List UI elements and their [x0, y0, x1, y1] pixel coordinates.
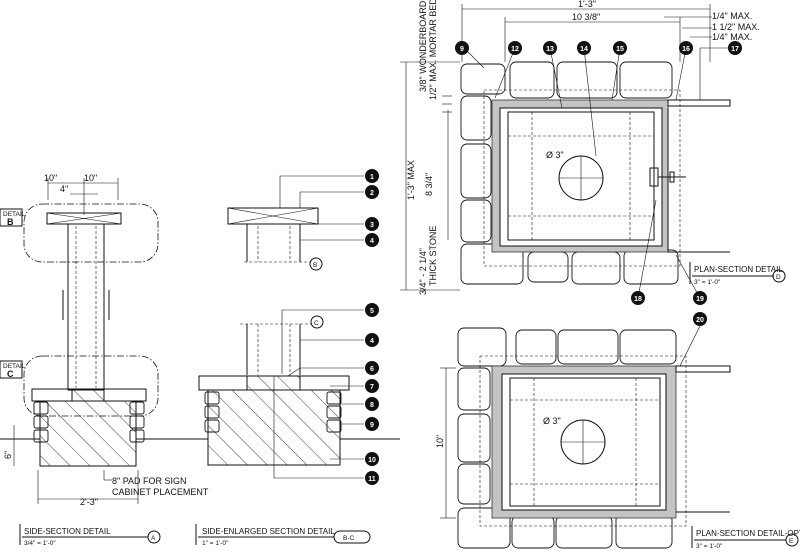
- callout-5: 5: [370, 308, 374, 315]
- callout-7: 7: [370, 384, 374, 391]
- opt-diameter: Ø 3": [543, 416, 561, 426]
- concrete-foundation: [39, 389, 137, 467]
- callout-badges: 1 2 3 4 5 4 6 7 8 9 10 11 9 12 13 14 15 …: [365, 41, 742, 485]
- wonderboard-note: 3/8" WONDERBOARD: [418, 0, 428, 92]
- callout-3: 3: [370, 222, 374, 229]
- thick-stone-note-2: THICK STONE: [428, 226, 438, 286]
- dim-6: 6": [3, 451, 13, 459]
- callout-14: 14: [580, 46, 588, 53]
- plan-opt-scale: 3" = 1'-0": [696, 543, 723, 550]
- pad-note-line2: CABINET PLACEMENT: [112, 487, 209, 497]
- pad-note-line1: 8" PAD FOR SIGN: [112, 476, 187, 486]
- plan-opt-circle: E: [789, 538, 794, 545]
- callout-19: 19: [696, 296, 704, 303]
- detail-b-tag: [0, 208, 23, 227]
- side-enlarged-scale: 1" = 1'-0": [202, 540, 229, 547]
- callout-9a: 9: [370, 422, 374, 429]
- callout-4b: 4: [370, 338, 374, 345]
- dim-10-3-8: 10 3/8": [572, 12, 600, 22]
- dim-2-3: 2'-3": [80, 497, 98, 507]
- callout-13: 13: [546, 46, 554, 53]
- callout-10: 10: [368, 457, 376, 464]
- thick-stone-note-1: 3/4" - 2 1/4": [418, 248, 428, 295]
- callout-15: 15: [616, 46, 624, 53]
- plan-section-circle: D: [776, 274, 781, 281]
- plan-section-detail: 1'-3" 10 3/8" 1/4" MAX. 1 1/2" MAX. 1/4"…: [400, 0, 786, 299]
- callout-4a: 4: [370, 238, 374, 245]
- callout-16: 16: [682, 46, 690, 53]
- enlarged-sign-cap: [227, 207, 319, 225]
- detail-c-tag-letter: C: [7, 369, 14, 379]
- callout-18: 18: [634, 296, 642, 303]
- callout-17: 17: [731, 46, 739, 53]
- plan-section-scale: 3" = 1'-0": [694, 279, 721, 286]
- plan-opt-title: PLAN-SECTION DETAIL-OPT.: [696, 529, 800, 538]
- plan-diameter: Ø 3": [546, 150, 564, 160]
- sign-post: [67, 223, 105, 391]
- dim-1-3-max: 1'-3" MAX: [406, 160, 416, 200]
- dim-quarter-bottom: 1/4" MAX.: [712, 32, 752, 42]
- plan-section-opt-detail: Ø 3" 10" PLAN-SECTION DETAIL-OPT. 3" = 1…: [435, 325, 800, 550]
- enlarged-b-circle: B: [313, 262, 317, 269]
- callout-20: 20: [696, 317, 704, 324]
- stone-veneer: [460, 61, 679, 285]
- callout-8: 8: [370, 402, 374, 409]
- detail-b-tag-label: DETAIL: [3, 211, 26, 218]
- dim-4: 4": [60, 184, 68, 194]
- side-enlarged-circle: B-C: [343, 535, 355, 542]
- detail-c-tag-label: DETAIL: [3, 363, 26, 370]
- dim-1-half: 1 1/2" MAX.: [712, 22, 760, 32]
- callout-2: 2: [370, 190, 374, 197]
- callout-9b: 9: [460, 46, 464, 53]
- side-section-title: SIDE-SECTION DETAIL: [24, 527, 111, 536]
- callout-1: 1: [370, 174, 374, 181]
- dim-quarter-top: 1/4" MAX.: [712, 11, 752, 21]
- callout-6: 6: [370, 366, 374, 373]
- side-section-circle: A: [151, 535, 156, 542]
- side-enlarged-section: B C: [180, 175, 400, 547]
- detail-b-boundary: [23, 203, 159, 263]
- dim-8-3-4: 8 3/4": [424, 173, 434, 196]
- dim-10-right: 10": [84, 173, 97, 183]
- plan-section-title: PLAN-SECTION DETAIL: [694, 265, 783, 274]
- side-enlarged-title: SIDE-ENLARGED SECTION DETAIL: [202, 527, 335, 536]
- callout-12: 12: [511, 46, 519, 53]
- opt-dim-10: 10": [435, 435, 445, 448]
- dim-10-left: 10": [44, 173, 57, 183]
- dim-1-3: 1'-3": [578, 0, 596, 9]
- side-section-scale: 3/4" = 1'-0": [24, 540, 56, 547]
- enlarged-c-circle: C: [314, 320, 319, 327]
- mortar-note: 1/2" MAX. MORTAR BED: [428, 0, 438, 100]
- side-section-detail: 10" 10" 4" DETAIL B DETAIL C: [0, 173, 209, 547]
- detail-b-tag-letter: B: [7, 217, 14, 227]
- detail-c-tag: [0, 360, 23, 379]
- callout-11: 11: [368, 476, 376, 483]
